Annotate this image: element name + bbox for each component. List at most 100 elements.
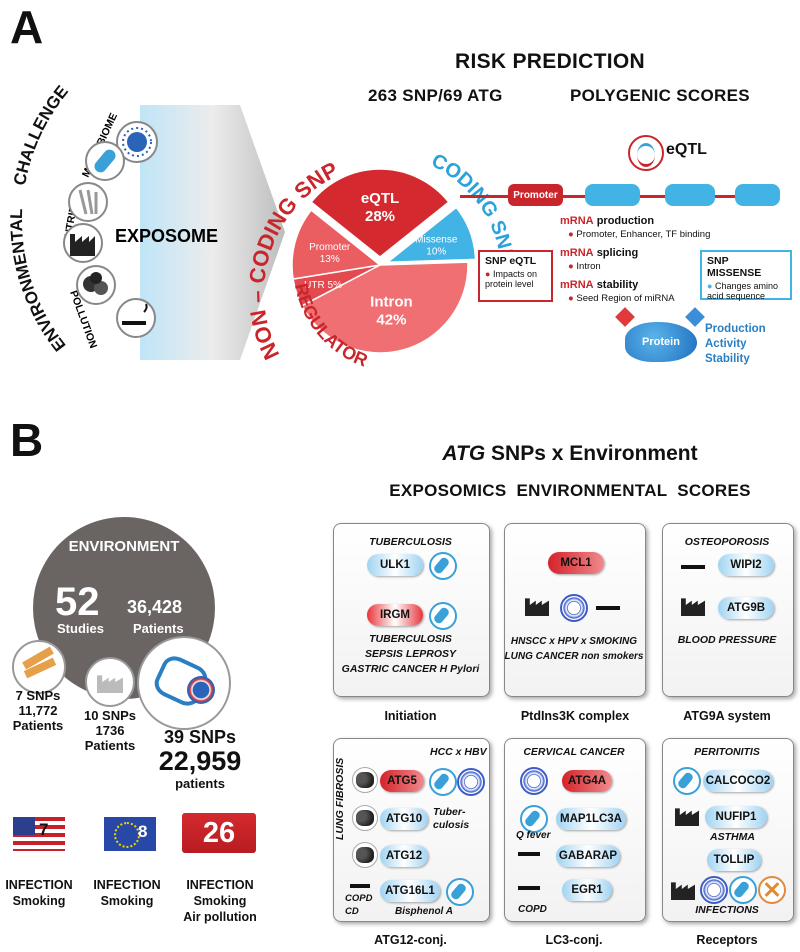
atg9a-bottom-disease: BLOOD PRESSURE (677, 634, 777, 646)
promoter-block: Promoter (508, 184, 563, 206)
cigarette-icon (518, 886, 540, 890)
pie-slice-eqtl (310, 168, 450, 258)
lc3-copd-label: COPD (518, 904, 547, 915)
gene-atg5: ATG5 (380, 770, 424, 792)
pollution-patients: 1736 (95, 723, 125, 738)
factory-icon (63, 223, 103, 263)
exposome-label: EXPOSOME (115, 226, 218, 246)
mrna-prefix-3: mRNA (560, 279, 594, 291)
cd-label: CD (345, 906, 359, 917)
gene-gabarap: GABARAP (556, 845, 620, 867)
virus-icon (700, 876, 728, 904)
eqtl-header: eQTL (666, 141, 707, 158)
global-flag-icon: 26 (182, 813, 256, 853)
gene-mcl1: MCL1 (548, 552, 604, 574)
receptors-label: Receptors (696, 933, 758, 947)
factory-icon (671, 878, 695, 900)
infection-icon (137, 636, 231, 730)
asthma-label: ASTHMA (710, 831, 755, 843)
factory-icon (85, 657, 135, 707)
gene-nufip1: NUFIP1 (705, 806, 767, 828)
pie-slice-promoter (291, 209, 382, 280)
bacteria-icon (429, 768, 457, 796)
ptdins-label: PtdIns3K complex (520, 709, 630, 723)
mrna-stability-detail: ● Seed Region of miRNA (568, 293, 675, 304)
mrna-splicing-detail: ● Intron (568, 261, 601, 272)
coal-icon (352, 842, 378, 868)
infection-stats: 39 SNPs 22,959 patients (140, 728, 260, 790)
virus-icon (116, 121, 158, 163)
cigarette-icon (596, 606, 620, 610)
lung-fibrosis-label: LUNG FIBROSIS (334, 757, 346, 840)
effect-production: Production (705, 323, 766, 335)
exon-1 (585, 184, 640, 206)
bacteria-icon (673, 767, 701, 795)
mrna-stability-label: stability (596, 279, 639, 291)
exon-2 (665, 184, 715, 206)
cigarette-icon (350, 884, 370, 888)
hcc-hbv: HCC x HBV (430, 746, 487, 758)
gene-ulk1: ULK1 (367, 554, 423, 576)
mrna-prefix-2: mRNA (560, 247, 594, 259)
pie-pct-eqtl: 28% (365, 208, 395, 225)
patients-label: Patients (133, 621, 184, 636)
protein-effects: Production Activity Stability (705, 322, 766, 367)
arrow-blue-icon (685, 307, 705, 327)
gene-atg4a: ATG4A (562, 770, 612, 792)
virus-icon (520, 767, 548, 795)
environment-label: ENVIRONMENT (68, 538, 180, 555)
mrna-prefix-1: mRNA (560, 215, 594, 227)
bacteria-icon (446, 878, 474, 906)
snp-eqtl-title: SNP eQTL (485, 255, 537, 267)
gene-atg16l1: ATG16L1 (380, 880, 440, 902)
pie-label-intron: Intron (370, 294, 413, 311)
atg9a-top-disease: OSTEOPOROSIS (684, 536, 770, 548)
eu-flag-count: 8 (138, 822, 148, 841)
pie-label-missense: Missense (415, 234, 458, 245)
bacteria-icon (429, 552, 457, 580)
bacteria-icon (729, 876, 757, 904)
pollution-patients-label: Patients (84, 738, 136, 753)
cigarette-icon (518, 852, 540, 856)
dna-icon (628, 135, 664, 171)
smoking-stats: 7 SNPs 11,772 Patients (2, 688, 74, 733)
pie-label-eqtl: eQTL (361, 190, 399, 207)
patients-count: 36,428 (127, 597, 183, 617)
snp-missense-box: SNP MISSENSE ● Changes amino acid sequen… (700, 250, 792, 301)
pie-label-promoter: Promoter (309, 242, 351, 253)
effect-stability: Stability (705, 353, 750, 365)
bisphenol-label: Bisphenol A (395, 906, 453, 917)
gene-irgm: IRGM (367, 604, 423, 626)
gene-atg10: ATG10 (380, 808, 428, 830)
snp-missense-text: ● Changes amino acid sequence (707, 281, 778, 301)
cigarette-icon (116, 298, 156, 338)
us-flag-count: 7 (39, 820, 49, 839)
cervical-cancer: CERVICAL CANCER (523, 746, 625, 758)
us-flag-icon: 7 (13, 817, 65, 851)
risk-prediction-title: RISK PREDICTION (454, 50, 645, 73)
initiation-top-disease: TUBERCULOSIS (369, 536, 452, 548)
smoking-patients-label: Patients (12, 718, 64, 733)
atg12-label: ATG12-conj. (374, 933, 447, 947)
coal-icon (352, 805, 378, 831)
mrna-effects: mRNA production ● Promoter, Enhancer, TF… (560, 214, 710, 306)
env-arc-text: ENVIRONMENTAL (7, 208, 70, 355)
tuberculosis-label: Tuber- culosis (433, 806, 470, 831)
infection-patients-label: patients (175, 776, 225, 791)
panel-a-letter: A (10, 1, 44, 53)
exon-3 (735, 184, 780, 206)
panel-b-letter: B (10, 414, 44, 466)
exposome-funnel (140, 105, 285, 360)
gene-calcoco2: CALCOCO2 (703, 770, 773, 792)
smoking-snps: 7 SNPs (15, 688, 61, 703)
pie-pct-promoter: 13% (320, 254, 340, 265)
cigarette-icon (681, 565, 705, 569)
initiation-diseases: TUBERCULOSIS SEPSIS LEPROSY GASTRIC CANC… (341, 633, 480, 675)
infection-snps: 39 SNPs (163, 727, 237, 747)
gene-wipi2: WIPI2 (718, 554, 774, 576)
snp-eqtl-box: SNP eQTL ● Impacts on protein level (478, 250, 553, 302)
bacteria-icon (520, 805, 548, 833)
